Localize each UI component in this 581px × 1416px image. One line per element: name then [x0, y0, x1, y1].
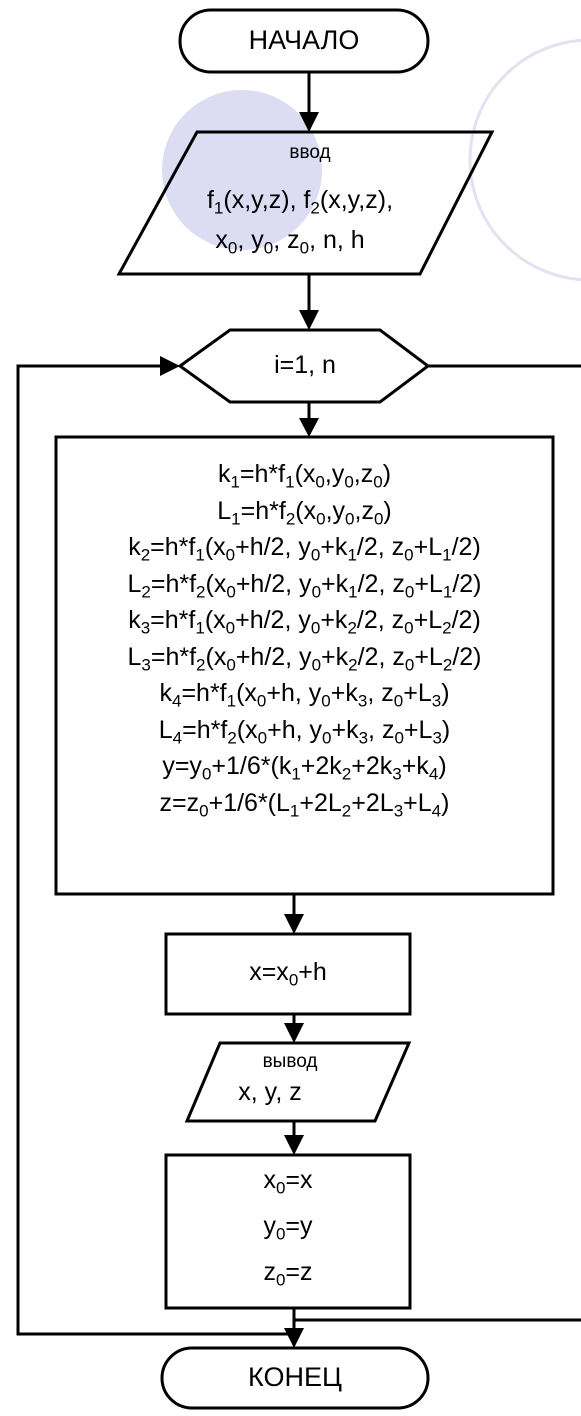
- arrowhead-compute-step: [284, 914, 304, 934]
- end-terminator: [160, 1346, 430, 1410]
- decor-outline-circle: [468, 38, 581, 282]
- arrowhead-input-loop: [299, 310, 319, 330]
- assign-line-y: y0=y: [263, 1212, 313, 1244]
- input-line-2: x0, y0, z0, n, h: [215, 226, 365, 258]
- compute-formulas: k1=h*f1(x0,y0,z0) L1=h*f2(x0,y0,z0) k2=h…: [56, 458, 553, 823]
- decor-filled-circle: [162, 90, 322, 250]
- compute-line: k2=h*f1(x0+h/2, y0+k1/2, z0+L1/2): [128, 533, 481, 565]
- end-label: КОНЕЦ: [248, 1362, 342, 1392]
- input-parallelogram: [116, 130, 495, 276]
- arrowhead-start-input: [299, 112, 319, 132]
- input-title: ввод: [289, 142, 331, 163]
- start-label: НАЧАЛО: [248, 25, 360, 55]
- output-parallelogram: [184, 1041, 412, 1123]
- compute-line: k3=h*f1(x0+h/2, y0+k2/2, z0+L2/2): [128, 606, 481, 638]
- step-formula: x=x0+h: [249, 958, 327, 990]
- step-process-box: [164, 932, 412, 1016]
- assign-process-box: [164, 1153, 412, 1310]
- compute-line: L2=h*f2(x0+h/2, y0+k1/2, z0+L1/2): [127, 569, 482, 601]
- compute-line: L3=h*f2(x0+h/2, y0+k2/2, z0+L2/2): [127, 642, 482, 674]
- loop-back-path: [16, 364, 296, 1336]
- output-line: x, y, z: [238, 1078, 302, 1106]
- arrowhead-end: [284, 1328, 304, 1348]
- compute-process-box: [54, 435, 555, 896]
- output-title: вывод: [262, 1051, 318, 1072]
- loop-label: i=1, n: [274, 351, 336, 379]
- compute-line: k4=h*f1(x0+h, y0+k3, z0+L3): [159, 679, 450, 711]
- assign-line-x: x0=x: [263, 1166, 313, 1198]
- assign-line-z: z0=z: [263, 1258, 313, 1290]
- compute-line: y=y0+1/6*(k1+2k2+2k3+k4): [162, 752, 447, 784]
- input-line-1: f1(x,y,z), f2(x,y,z),: [206, 186, 394, 218]
- arrowhead-step-output: [284, 1023, 304, 1043]
- compute-line: k1=h*f1(x0,y0,z0): [217, 460, 392, 492]
- arrowhead-loop-back: [160, 356, 180, 376]
- arrowhead-output-assign: [284, 1135, 304, 1155]
- compute-line: z=z0+1/6*(L1+2L2+2L3+L4): [159, 788, 450, 820]
- compute-line: L4=h*f2(x0+h, y0+k3, z0+L3): [158, 715, 451, 747]
- compute-line: L1=h*f2(x0,y0,z0): [217, 496, 392, 528]
- arrowhead-loop-compute: [299, 418, 319, 437]
- start-terminator: [178, 8, 430, 74]
